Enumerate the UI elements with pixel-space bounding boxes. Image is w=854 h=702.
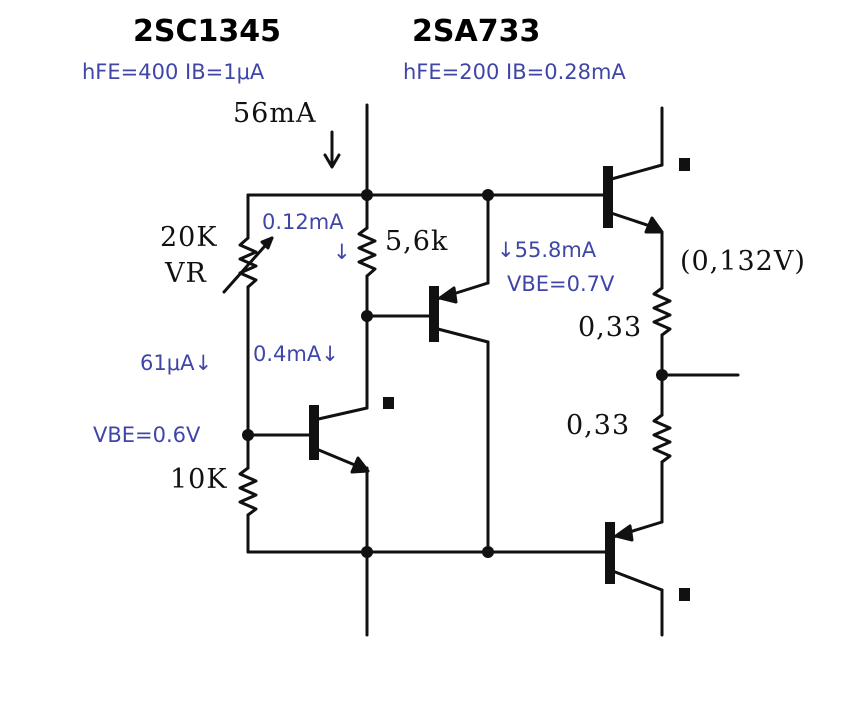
params-2sc1345: hFE=400 IB=1μA [82,60,265,84]
r56k-label: 5,6k [385,226,449,257]
q4-collector [608,568,664,592]
vr-name-label: VR [165,258,207,289]
vbe-q1: VBE=0.6V [93,423,201,447]
junction-dot [361,546,373,558]
junction-dot [242,429,254,441]
supply-current-label: 56mA [233,98,317,129]
junction-dot [656,369,668,381]
output-voltage-label: (0,132V) [680,246,806,277]
q3-collector [606,163,664,182]
q1-collector-marker [383,397,394,409]
re-top-label: 0,33 [578,312,643,343]
current-r56k-arrow: ↓ [333,240,351,264]
current-r56k: 0.12mA [262,210,344,234]
r10k-resistor [238,466,258,517]
vr-arrow [222,236,274,294]
current-vr: 61μA↓ [140,351,213,375]
q1-emitter-arrow [350,456,370,474]
r10k-label: 10K [170,464,228,495]
junction-dot [361,189,373,201]
re-bottom-label: 0,33 [566,410,631,441]
q1-collector [312,406,369,422]
re-bottom-resistor [652,413,672,464]
q3-collector-marker [679,158,690,171]
current-q1: 0.4mA↓ [253,342,339,366]
vr-value-label: 20K [160,222,218,253]
re-top-resistor [652,286,672,337]
vr-arrowhead [260,236,274,250]
title-2sa733: 2SA733 [412,14,541,49]
title-2sc1345: 2SC1345 [133,14,281,49]
r56k-resistor [357,226,377,278]
q3-emitter-arrow [644,216,664,234]
q2-emitter-arrow [438,286,458,304]
supply-current-arrowhead [323,153,341,169]
junction-dot [482,189,494,201]
q4-emitter-arrow [614,524,634,542]
vbe-q2: VBE=0.7V [507,272,615,296]
current-q2: ↓55.8mA [497,238,597,262]
junction-dot [361,310,373,322]
junction-dot [482,546,494,558]
q2-collector [432,326,490,344]
q4-collector-marker [679,588,690,601]
params-2sa733: hFE=200 IB=0.28mA [403,60,626,84]
vr-resistor [238,236,258,289]
